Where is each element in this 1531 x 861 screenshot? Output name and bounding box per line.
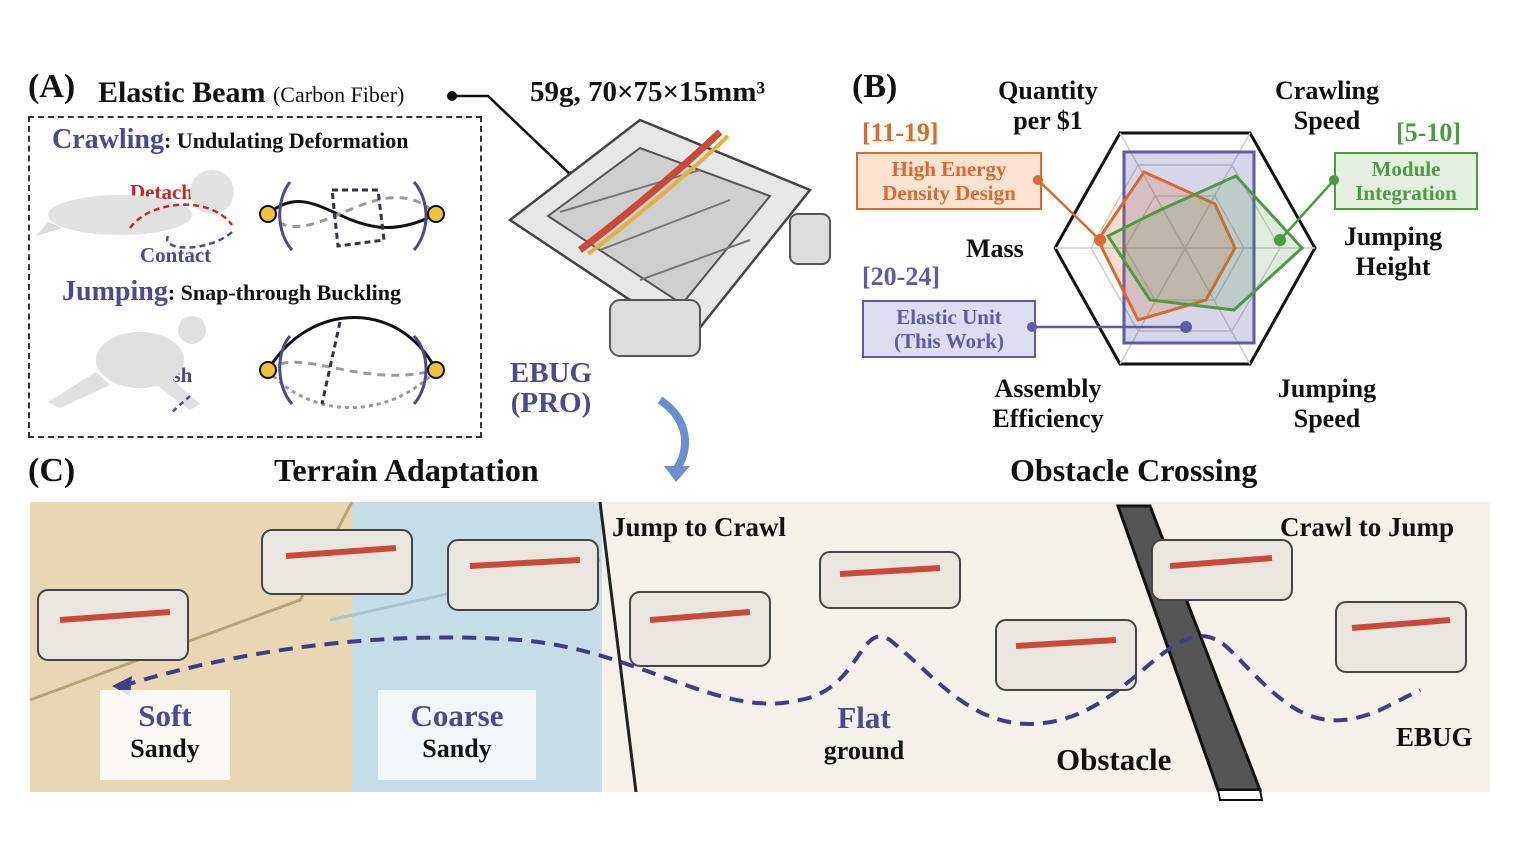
flat-ground-label: Flat ground xyxy=(804,700,924,766)
axis-jspeed-line1: Jumping xyxy=(1277,374,1377,403)
purple-box-line1: Elastic Unit xyxy=(896,305,1002,329)
contact-label: Contact xyxy=(140,243,212,267)
axis-quantity-line1: Quantity xyxy=(998,76,1098,105)
crawl-to-jump-label: Crawl to Jump xyxy=(1280,512,1454,542)
jumping-heading: Jumping: Snap-through Buckling xyxy=(62,276,401,308)
orange-legend-box: High Energy Density Design xyxy=(856,152,1042,210)
axis-jspeed-line2: Speed xyxy=(1293,404,1361,433)
obstacle-label: Obstacle xyxy=(1056,742,1172,777)
green-legend-box: Module Integration xyxy=(1334,152,1478,210)
axis-crawling-line2: Speed xyxy=(1293,106,1361,135)
axis-assembly-efficiency: Assembly Efficiency xyxy=(978,374,1118,434)
terrain-title: Terrain Adaptation xyxy=(274,452,539,488)
beam-title-group: Elastic Beam (Carbon Fiber) xyxy=(98,76,404,110)
crawling-title: Crawling xyxy=(52,124,164,155)
axis-crawling-speed: Crawling Speed xyxy=(1262,76,1392,136)
robot-name-line1: EBUG xyxy=(509,357,593,389)
detach-arrow xyxy=(128,203,234,229)
panel-c-label: (C) xyxy=(28,452,76,489)
robot-name-line2: (PRO) xyxy=(510,387,592,419)
mechanism-box xyxy=(28,116,482,438)
robot-name: EBUG (PRO) xyxy=(506,358,596,418)
axis-jumping-speed: Jumping Speed xyxy=(1264,374,1390,434)
beam-title: Elastic Beam xyxy=(98,76,266,109)
axis-assembly-line1: Assembly xyxy=(994,374,1102,403)
jumping-desc: : Snap-through Buckling xyxy=(167,280,401,305)
purple-legend-box: Elastic Unit (This Work) xyxy=(862,300,1036,358)
jump-to-crawl-label: Jump to Crawl xyxy=(612,512,786,542)
soft-label: Soft xyxy=(138,698,192,733)
radar-series-purple xyxy=(1122,150,1256,345)
flat-label: Flat xyxy=(837,700,891,735)
green-box-line2: Integration xyxy=(1355,181,1457,205)
axis-quantity-line2: per $1 xyxy=(1013,106,1083,135)
scene-robots xyxy=(37,529,1467,691)
jumping-title: Jumping xyxy=(62,276,168,307)
obstacle-title: Obstacle Crossing xyxy=(1010,452,1258,488)
orange-box-line1: High Energy xyxy=(891,157,1007,181)
radar-series-green xyxy=(1105,174,1305,312)
green-box-line1: Module xyxy=(1371,157,1441,181)
coarse-sandy-label: Coarse Sandy xyxy=(378,690,536,780)
axis-jheight-line1: Jumping xyxy=(1343,222,1443,251)
radar-chart xyxy=(1027,131,1339,366)
beam-leader-line xyxy=(452,94,573,177)
contact-arrow xyxy=(166,231,233,249)
crawling-heading: Crawling: Undulating Deformation xyxy=(52,124,408,156)
down-arrow xyxy=(657,396,690,473)
trajectory-path xyxy=(121,634,1421,726)
panel-b-label: (B) xyxy=(852,68,898,105)
axis-jumping-height: Jumping Height xyxy=(1330,222,1456,282)
ebug-label: EBUG xyxy=(1396,722,1473,752)
axis-quantity: Quantity per $1 xyxy=(988,76,1108,136)
axis-jheight-line2: Height xyxy=(1355,252,1431,281)
orange-box-line2: Density Design xyxy=(882,181,1016,205)
axis-assembly-line2: Efficiency xyxy=(992,404,1104,433)
coarse-sub-label: Sandy xyxy=(422,734,492,763)
robot-spec: 59g, 70×75×15mm³ xyxy=(530,76,766,108)
panel-a-label: (A) xyxy=(28,68,76,105)
beam-subtitle: (Carbon Fiber) xyxy=(272,82,405,107)
ref-green: [5-10] xyxy=(1396,118,1461,147)
jump-beam-diagram xyxy=(259,316,445,409)
crawling-desc: : Undulating Deformation xyxy=(164,128,409,153)
soft-sub-label: Sandy xyxy=(130,734,200,763)
soft-sandy-label: Soft Sandy xyxy=(100,690,230,780)
ref-orange: [11-19] xyxy=(862,118,939,147)
purple-box-line2: (This Work) xyxy=(894,329,1004,353)
axis-crawling-line1: Crawling xyxy=(1275,76,1379,105)
push-arrow xyxy=(171,395,191,413)
coarse-label: Coarse xyxy=(410,698,504,733)
flat-sub-label: ground xyxy=(823,736,905,765)
kangaroo-icon xyxy=(48,316,206,410)
axis-mass: Mass xyxy=(966,234,1024,263)
seal-icon xyxy=(36,170,234,236)
ref-purple: [20-24] xyxy=(862,262,940,291)
ebug-pro-robot-image xyxy=(507,118,831,357)
crawl-beam-diagram xyxy=(259,181,445,251)
